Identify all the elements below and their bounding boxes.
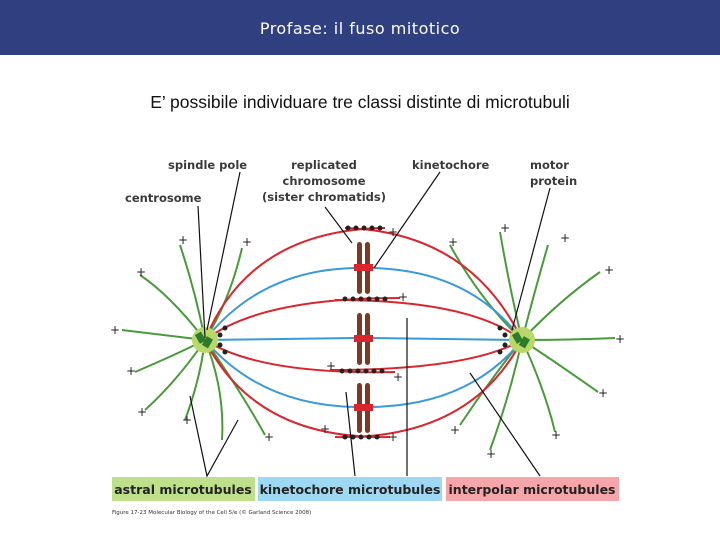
- svg-text:+: +: [110, 323, 120, 337]
- centrosome-left: [192, 327, 218, 353]
- kinetochore: [354, 404, 373, 411]
- svg-text:+: +: [388, 430, 398, 444]
- kinetochore-microtubules: [204, 267, 523, 408]
- kinetochore: [354, 335, 373, 342]
- legend-interpolar-label: interpolar microtubules: [449, 482, 616, 497]
- svg-text:+: +: [448, 235, 458, 249]
- label-spindle-pole: spindle pole: [168, 158, 247, 172]
- legend-astral: astral microtubules: [112, 477, 255, 501]
- svg-text:+: +: [551, 428, 561, 442]
- plus-ends: + + + + + + + + + + + + + + + + + + + + …: [110, 221, 625, 461]
- kinetochore: [354, 264, 373, 271]
- figure-caption: Figure 17-23 Molecular Biology of the Ce…: [112, 509, 311, 516]
- title-bar: Profase: il fuso mitotico: [0, 0, 720, 55]
- svg-text:+: +: [560, 231, 570, 245]
- label-replicated: replicated: [291, 158, 357, 172]
- label-kinetochore: kinetochore: [412, 158, 490, 172]
- svg-text:+: +: [393, 370, 403, 384]
- label-motor: motor: [530, 158, 569, 172]
- legend-interpolar: interpolar microtubules: [446, 477, 619, 501]
- svg-text:+: +: [500, 221, 510, 235]
- svg-text:+: +: [264, 430, 274, 444]
- slide-subtitle: E’ possibile individuare tre classi dist…: [150, 92, 570, 112]
- svg-text:+: +: [604, 263, 614, 277]
- interpolar-microtubules: [204, 227, 523, 439]
- svg-text:+: +: [398, 290, 408, 304]
- svg-text:+: +: [242, 235, 252, 249]
- svg-text:+: +: [182, 413, 192, 427]
- legend-kinetochore-label: kinetochore microtubules: [260, 482, 441, 497]
- svg-text:+: +: [320, 422, 330, 436]
- legend-astral-label: astral microtubules: [114, 482, 251, 497]
- svg-text:+: +: [486, 447, 496, 461]
- legend-kinetochore: kinetochore microtubules: [258, 477, 442, 501]
- svg-text:+: +: [178, 233, 188, 247]
- label-sister-chromatids: (sister chromatids): [262, 190, 386, 204]
- svg-text:+: +: [598, 386, 608, 400]
- svg-text:+: +: [615, 332, 625, 346]
- slide-title: Profase: il fuso mitotico: [259, 19, 461, 38]
- motor-proteins: [217, 225, 508, 440]
- svg-text:+: +: [136, 265, 146, 279]
- label-protein: protein: [530, 174, 577, 188]
- svg-text:+: +: [388, 225, 398, 239]
- svg-text:+: +: [326, 359, 336, 373]
- leader-lines: [189, 171, 551, 478]
- svg-text:+: +: [137, 405, 147, 419]
- svg-text:+: +: [126, 364, 136, 378]
- centrosome-right: [509, 327, 535, 353]
- label-centrosome: centrosome: [125, 191, 202, 205]
- replicated-chromosomes: [354, 242, 373, 433]
- label-chromosome: chromosome: [283, 174, 366, 188]
- svg-text:+: +: [450, 423, 460, 437]
